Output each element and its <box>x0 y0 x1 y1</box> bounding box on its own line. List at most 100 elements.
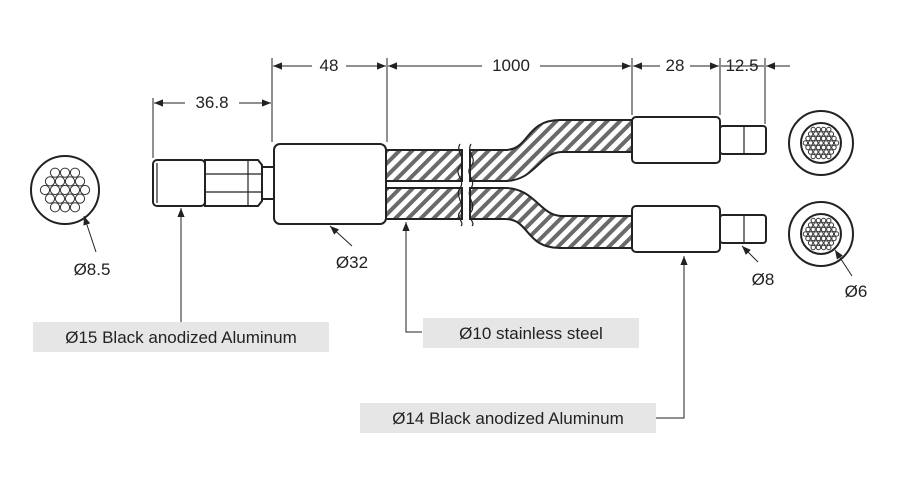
main-ferrule <box>273 143 387 225</box>
fiber-strand <box>810 135 816 142</box>
fiber-strand <box>823 131 829 137</box>
fiber-strand <box>818 131 824 137</box>
fiber-strand <box>49 184 61 196</box>
fiber-strand <box>818 240 824 246</box>
fiber-strand <box>826 135 832 142</box>
fiber-strand <box>828 149 835 155</box>
fiber-strand <box>64 193 76 204</box>
fiber-strand <box>39 184 51 196</box>
dim-tip-ferrule-length: 28 <box>666 56 685 75</box>
callout-connector: Ø15 Black anodized Aluminum <box>33 208 329 352</box>
fiber-strand <box>810 217 816 224</box>
fiber-strand <box>828 240 835 246</box>
fiber-strand <box>59 184 71 196</box>
fiber-strand <box>826 217 832 224</box>
connector-body <box>152 159 275 207</box>
tip-end-view-lower <box>788 201 854 267</box>
fiber-strand <box>813 240 819 246</box>
fiber-strand <box>815 153 822 160</box>
fiber-strand <box>813 231 819 237</box>
fiber-strand <box>74 193 86 204</box>
fiber-strand <box>44 176 56 187</box>
fiber-strand <box>69 167 81 178</box>
fiber-strand <box>815 144 822 151</box>
fiber-strand <box>807 222 814 228</box>
fiber-strand <box>79 184 91 196</box>
fiber-strand <box>828 131 835 137</box>
callout-tip-ferrule: Ø14 Black anodized Aluminum <box>360 256 688 433</box>
fiber-strand <box>820 235 827 242</box>
fiber-strand <box>807 131 814 137</box>
fiber-strand <box>820 226 827 233</box>
fiber-strand <box>823 240 829 246</box>
dim-connector-length: 36.8 <box>195 93 228 112</box>
fiber-strand <box>49 167 61 178</box>
callout-tip-ferrule-text: Ø14 Black anodized Aluminum <box>392 409 624 428</box>
fiber-strand <box>820 217 827 224</box>
fiber-strand <box>74 176 86 187</box>
fiber-strand <box>49 202 61 213</box>
fiber-strand <box>810 144 816 151</box>
fiber-strand <box>820 244 827 251</box>
fiber-strand <box>831 135 837 142</box>
fiber-strand <box>69 184 81 196</box>
fiber-strand <box>810 226 816 233</box>
fiber-strand <box>826 144 832 151</box>
tip-assembly-lower <box>631 205 767 253</box>
fiber-strand <box>815 226 822 233</box>
fiber-strand <box>805 135 811 142</box>
fiber-strand <box>54 176 66 187</box>
fiber-strand <box>813 140 819 146</box>
dia-bundle-end: Ø8.5 <box>74 260 111 279</box>
fiber-strand <box>826 235 832 242</box>
fiber-strand <box>807 149 814 155</box>
dim-cable-length: 1000 <box>492 56 530 75</box>
diameter-labels: Ø8.5 Ø32 Ø8 Ø6 <box>74 253 868 301</box>
fiber-strand <box>831 235 837 242</box>
fiber-strand <box>823 231 829 237</box>
fiber-strand <box>823 222 829 228</box>
stainless-sheath-upper <box>385 119 633 182</box>
fiber-strand <box>815 235 822 242</box>
fiber-strand <box>59 202 71 213</box>
dim-tip-length: 12.5 <box>725 56 758 75</box>
fiber-strand <box>815 126 822 133</box>
fiber-strand <box>807 231 814 237</box>
cable-break-marks <box>457 143 474 227</box>
fiber-strand <box>815 244 822 251</box>
dimension-labels: 36.8 48 1000 28 12.5 <box>185 55 759 112</box>
fiber-strand <box>828 222 835 228</box>
dia-main-ferrule: Ø32 <box>336 253 368 272</box>
tip-end-view-upper <box>788 110 854 176</box>
fiber-strand <box>823 140 829 146</box>
fiber-strand <box>818 149 824 155</box>
stainless-sheath-lower <box>385 187 633 249</box>
fiber-strand <box>833 231 840 237</box>
fiber-strand <box>826 226 832 233</box>
fiber-strand <box>828 231 835 237</box>
fiber-strand <box>805 235 811 242</box>
fiber-strand <box>54 193 66 204</box>
fiber-strand <box>813 131 819 137</box>
callout-sheath-text: Ø10 stainless steel <box>459 324 603 343</box>
fiber-strand <box>820 144 827 151</box>
fiber-strand <box>810 235 816 242</box>
fiber-strand <box>810 153 816 160</box>
connector-end-view <box>30 155 100 225</box>
fiber-strand <box>815 135 822 142</box>
fiber-strand <box>818 222 824 228</box>
fiber-strand <box>69 202 81 213</box>
fiber-strand <box>826 126 832 133</box>
fiber-strand <box>831 144 837 151</box>
diameter-leaders <box>83 215 853 277</box>
fiber-strand <box>805 226 811 233</box>
fiber-strand <box>44 193 56 204</box>
dia-tip-outer: Ø8 <box>752 270 775 289</box>
fiber-strand <box>831 226 837 233</box>
fiber-strand <box>818 231 824 237</box>
fiber-bundle-left <box>39 167 91 213</box>
fiber-strand <box>802 140 809 146</box>
dim-ferrule-length: 48 <box>320 56 339 75</box>
fiber-strand <box>823 149 829 155</box>
